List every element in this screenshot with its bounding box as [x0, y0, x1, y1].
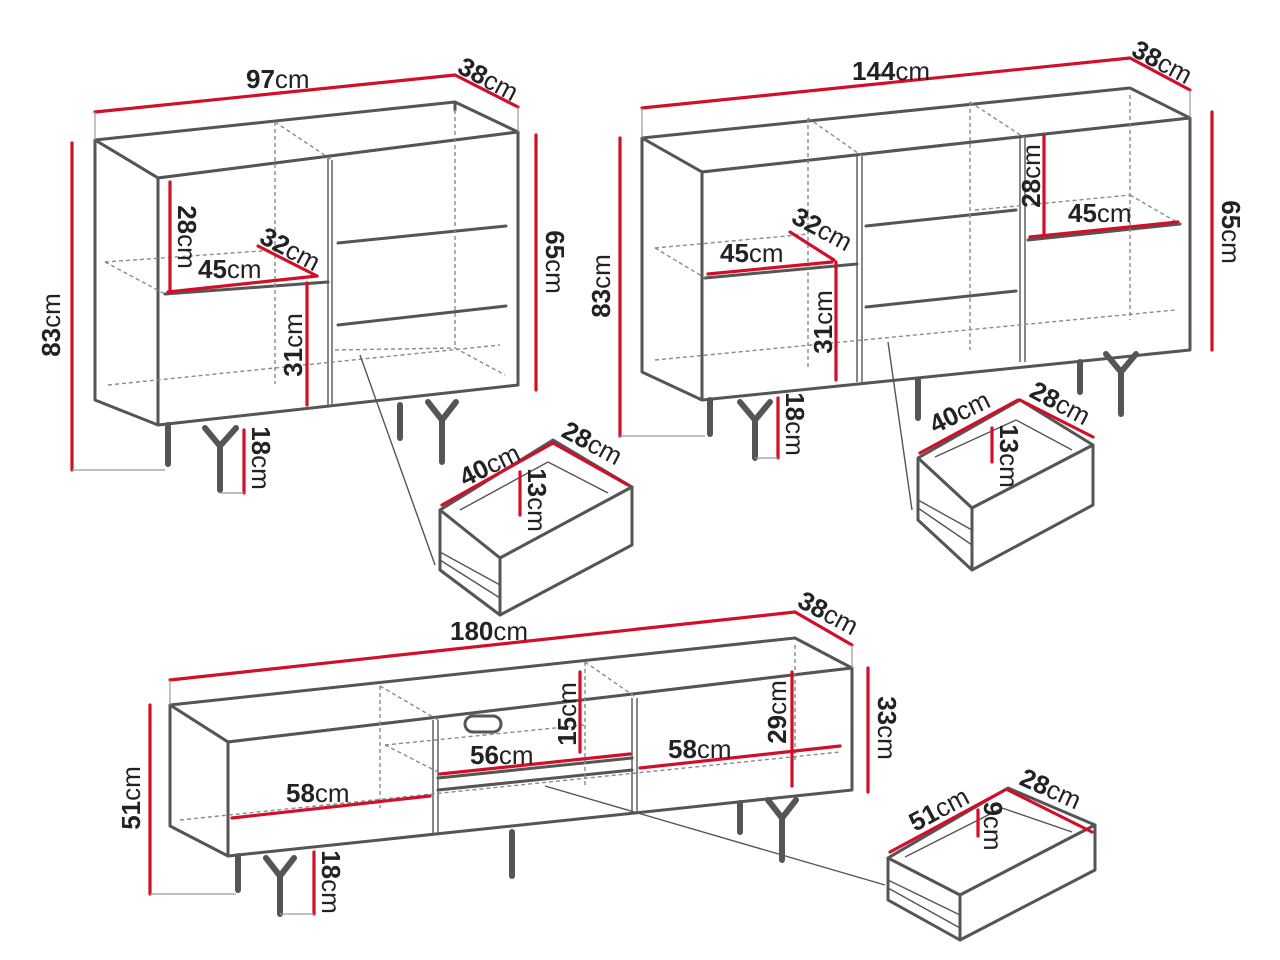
sideboard-144-lower-height-label: 31cm	[808, 290, 838, 354]
tv-stand-180-right-width-label: 58cm	[668, 734, 732, 764]
sideboard-97-shelf-width-label: 45cm	[198, 254, 262, 284]
sideboard-97-depth-label: 38cm	[453, 51, 523, 107]
sideboard-97-drawer	[438, 438, 634, 617]
sideboard-144-drawer	[916, 398, 1095, 572]
tv-stand-180-drawer	[886, 786, 1097, 942]
sideboard-97-drawer-height-label: 13cm	[522, 468, 552, 532]
tv-stand-180-dimension-lines	[148, 610, 1094, 916]
sideboard-97-height-label: 83cm	[36, 293, 66, 357]
tv-stand-180-middle-width-label: 56cm	[470, 740, 534, 770]
sideboard-97-dimension-lines	[70, 73, 630, 517]
tv-stand-180-middle-height-label: 15cm	[552, 682, 582, 746]
sideboard-144-depth-label: 38cm	[1127, 34, 1197, 90]
tv-stand-180-drawing	[168, 636, 886, 917]
tv-stand-180-right-height-label: 29cm	[762, 680, 792, 744]
sideboard-144-drawer-height-label: 13cm	[994, 424, 1024, 488]
sideboard-144-width-label: 144cm	[852, 56, 930, 86]
sideboard-144-drawing	[640, 86, 1192, 511]
sideboard-97-width-label: 97cm	[246, 64, 310, 94]
tv-stand-180-leg-height-label: 18cm	[316, 850, 346, 914]
sideboard-144-height-label: 83cm	[586, 254, 616, 318]
sideboard-97-lower-height-label: 31cm	[278, 313, 308, 377]
sideboard-97-leg-height-label: 18cm	[246, 426, 276, 490]
sideboard-144-leg-height-label: 18cm	[780, 392, 810, 456]
tv-stand-180-drawer-height-label: 9cm	[978, 801, 1008, 850]
tv-stand-180-height-label: 51cm	[116, 766, 146, 830]
sideboard-97-shelf-height-label: 28cm	[172, 205, 202, 269]
tv-stand-180-width-label: 180cm	[450, 616, 528, 646]
tv-stand-180-left-width-label: 58cm	[286, 778, 350, 808]
sideboard-144-body-height-label: 65cm	[1216, 200, 1246, 264]
sideboard-97-drawing	[93, 100, 520, 566]
sideboard-144-right-shelf-height-label: 28cm	[1016, 144, 1046, 208]
sideboard-144-dimension-lines	[618, 56, 1214, 464]
sideboard-144-left-shelf-width-label: 45cm	[720, 238, 784, 268]
sideboard-144-right-shelf-width-label: 45cm	[1068, 198, 1132, 228]
tv-stand-180-body-height-label: 33cm	[872, 696, 902, 760]
sideboard-97-body-height-label: 65cm	[540, 230, 570, 294]
